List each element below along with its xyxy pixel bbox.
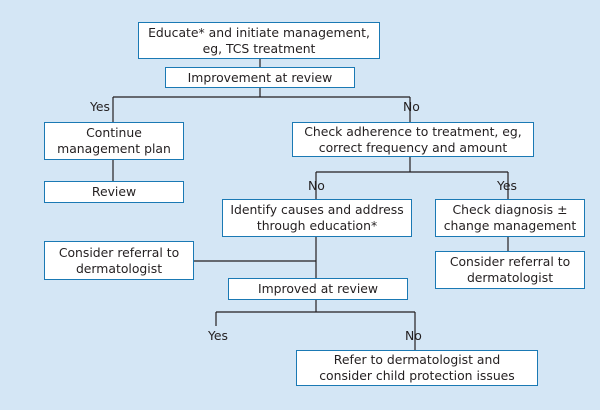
refer-line1: Refer to dermatologist and [333,352,501,367]
referral-left-node: Consider referral to dermatologist [44,241,194,280]
review-line1: Review [91,184,137,199]
edge-label-yes-1: Yes [90,99,111,114]
identify-line2: through education* [256,218,378,233]
improved-node: Improved at review [228,278,408,300]
identify-node: Identify causes and address through educ… [222,199,412,237]
check-adherence-line1: Check adherence to treatment, eg, [304,123,522,139]
continue-line2: management plan [57,141,171,156]
review-node: Review [44,181,184,203]
refer-line2: consider child protection issues [319,368,515,383]
check-adherence-node: Check adherence to treatment, eg, correc… [292,122,534,157]
identify-line1: Identify causes and address [230,202,404,217]
referral-right-node: Consider referral to dermatologist [435,251,585,289]
check-diagnosis-line1: Check diagnosis ± [452,202,568,217]
continue-node: Continue management plan [44,122,184,160]
edge-label-yes-3: Yes [208,328,229,343]
edge-label-no-1: No [403,99,420,114]
edge-label-no-2: No [308,178,325,193]
referral-right-line2: dermatologist [466,270,554,285]
referral-right-line1: Consider referral to [449,254,571,269]
improvement-line1: Improvement at review [187,69,333,85]
refer-node: Refer to dermatologist and consider chil… [296,350,538,386]
referral-left-line2: dermatologist [75,260,163,276]
educate-line1: Educate* and initiate management, [148,24,370,40]
educate-node: Educate* and initiate management, eg, TC… [138,22,380,59]
check-adherence-line2: correct frequency and amount [318,139,508,155]
check-diagnosis-node: Check diagnosis ± change management [435,199,585,237]
improvement-node: Improvement at review [165,67,355,88]
referral-left-line1: Consider referral to [58,244,180,260]
continue-line1: Continue [86,125,142,140]
check-diagnosis-line2: change management [443,218,577,233]
educate-line2: eg, TCS treatment [202,40,316,56]
improved-line1: Improved at review [257,281,379,296]
edge-label-yes-2: Yes [497,178,518,193]
edge-label-no-3: No [405,328,422,343]
